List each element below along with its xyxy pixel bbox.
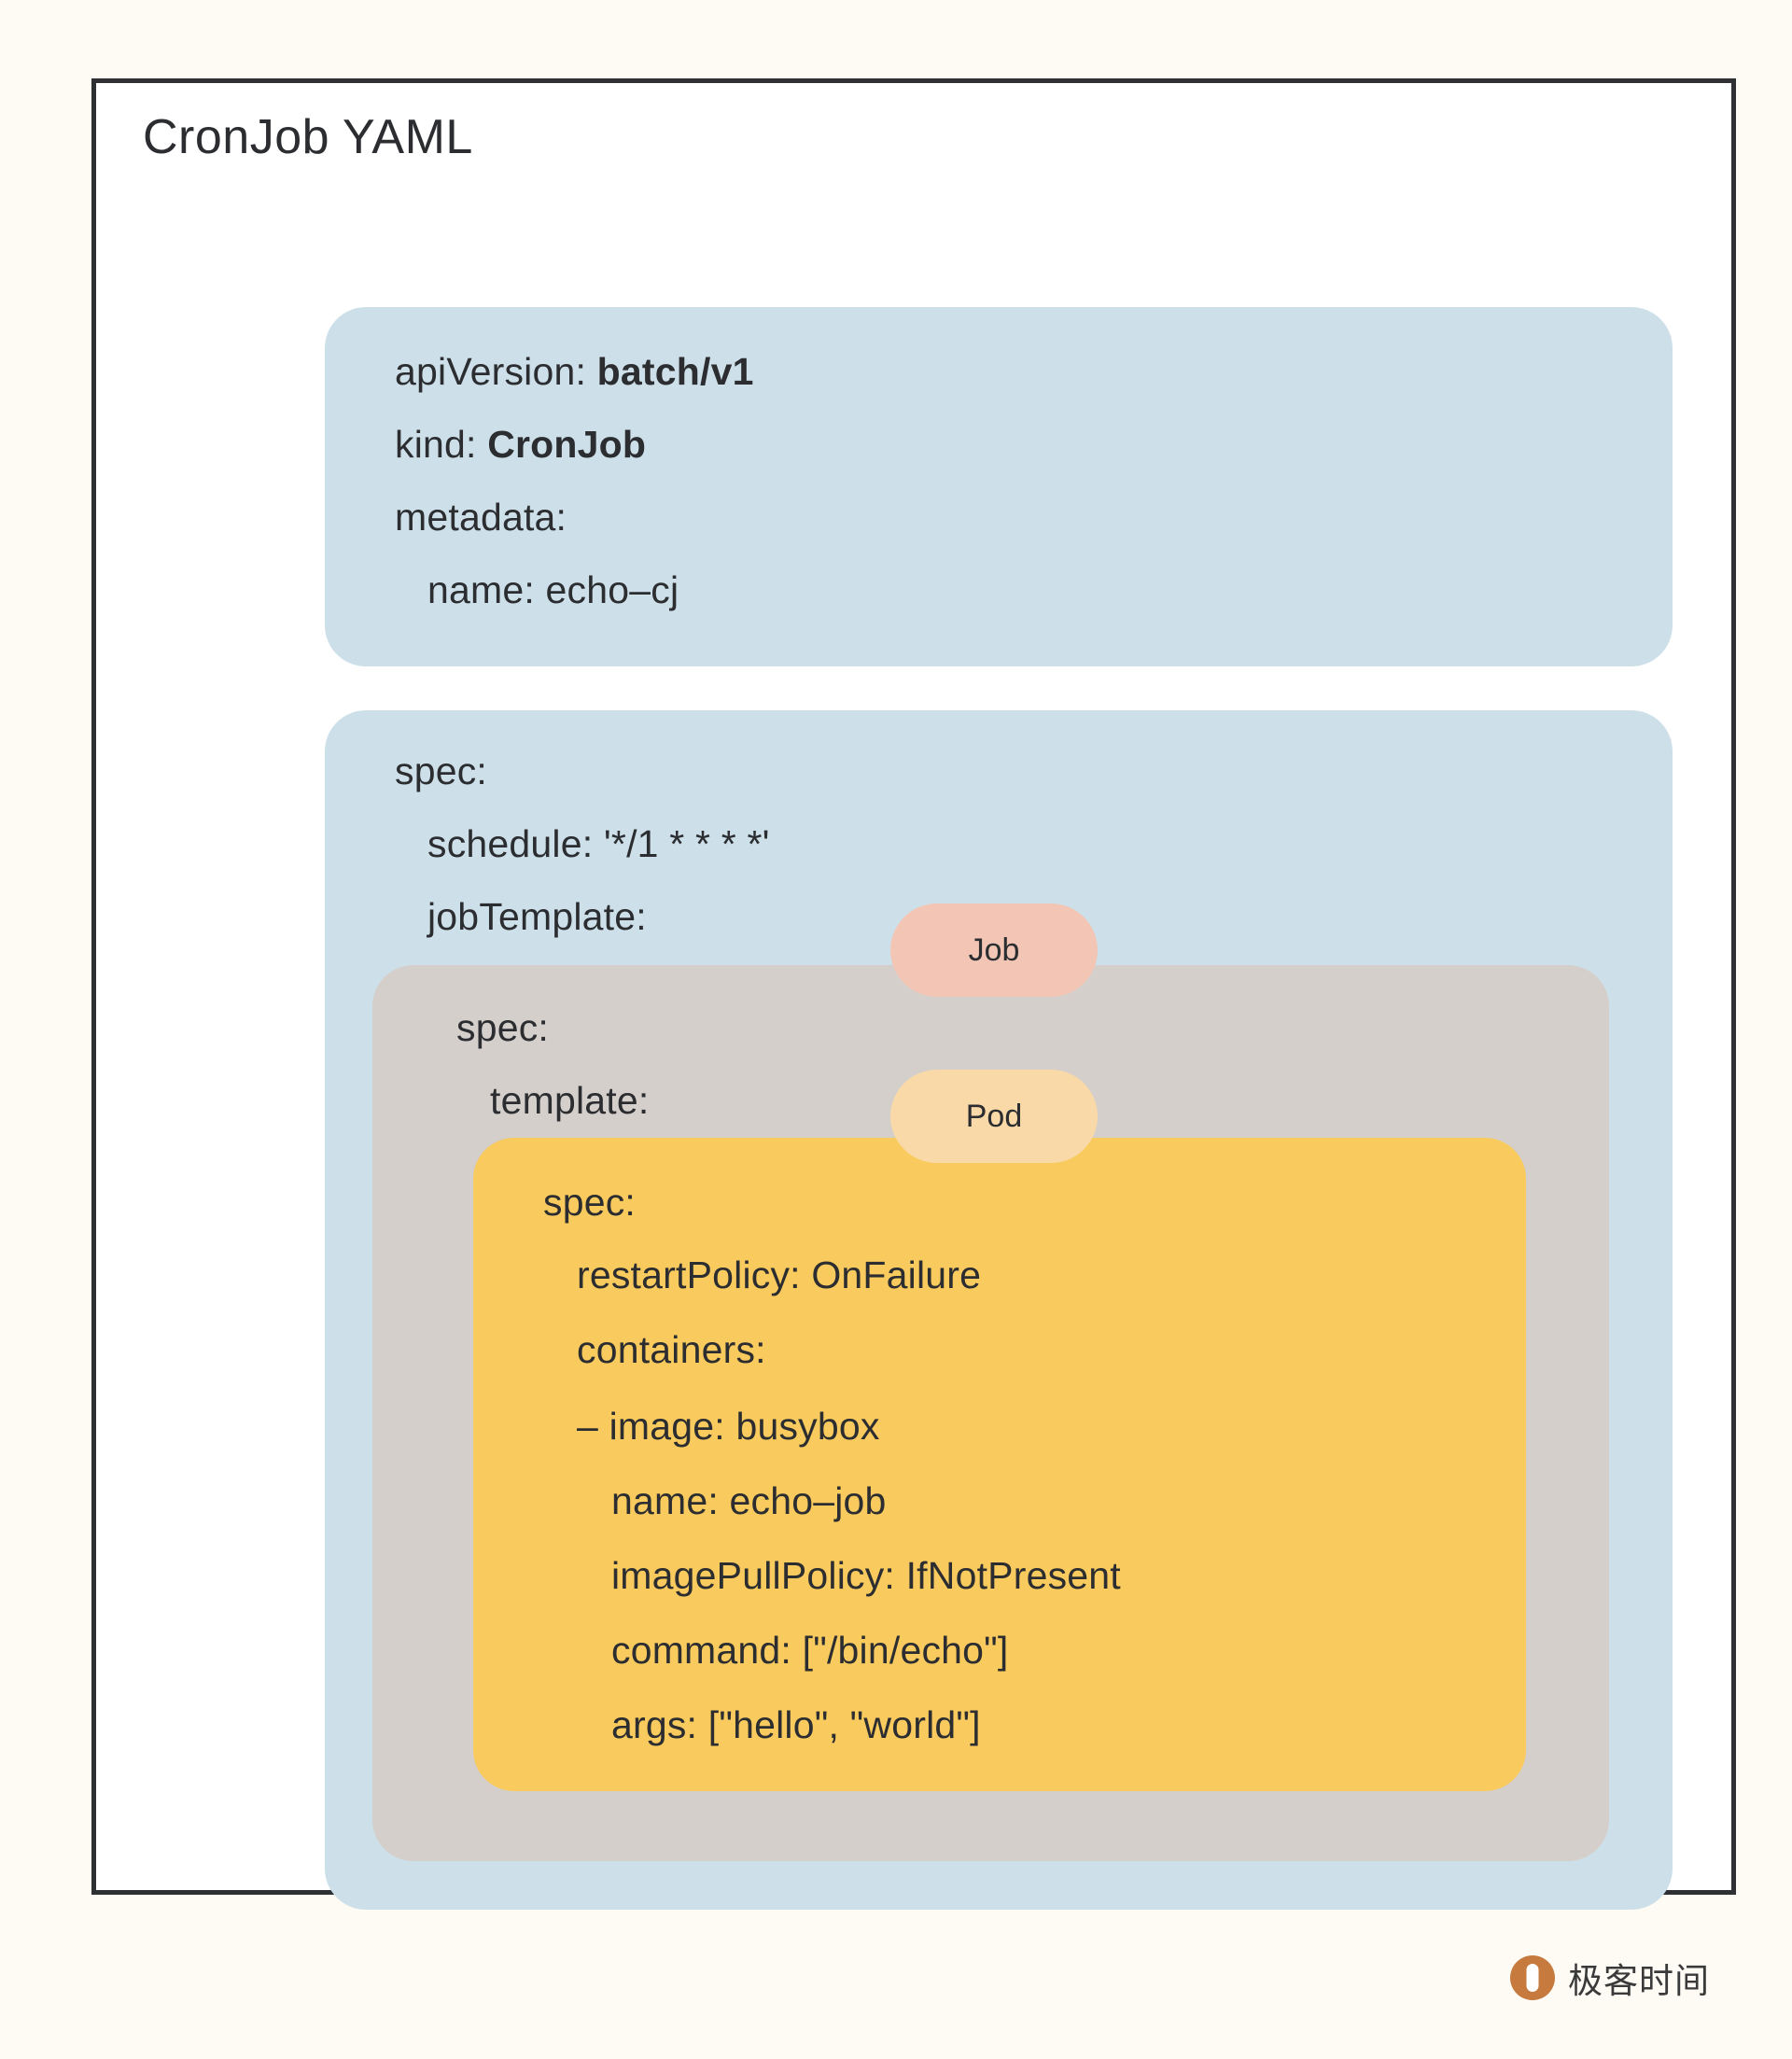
yaml-line-metadata: metadata: <box>395 496 567 539</box>
yaml-line-container-name: name: echo–job <box>611 1479 887 1522</box>
yaml-line-metadata-name: name: echo–cj <box>427 568 679 611</box>
yaml-line-spec: spec: <box>395 749 487 792</box>
badge-pod-label: Pod <box>965 1098 1023 1134</box>
yaml-line-image: – image: busybox <box>577 1405 880 1448</box>
pod-spec-box: spec: restartPolicy: OnFailure container… <box>473 1138 1526 1791</box>
badge-job-label: Job <box>968 931 1020 968</box>
yaml-line-pod-spec: spec: <box>543 1181 636 1224</box>
yaml-line-containers: containers: <box>577 1328 766 1371</box>
badge-pod: Pod <box>890 1070 1098 1163</box>
watermark-label: 极客时间 <box>1568 1962 1710 2000</box>
yaml-line-job-template: template: <box>490 1079 650 1122</box>
yaml-line-jobtemplate: jobTemplate: <box>427 895 647 938</box>
metadata-block-box: apiVersion: batch/v1 kind: CronJob metad… <box>325 307 1673 666</box>
yaml-line-kind: kind: CronJob <box>395 423 647 466</box>
page-title: CronJob YAML <box>143 110 473 164</box>
yaml-line-args: args: ["hello", "world"] <box>611 1703 981 1746</box>
yaml-line-apiversion: apiVersion: batch/v1 <box>395 350 754 393</box>
yaml-line-job-spec: spec: <box>456 1006 549 1049</box>
yaml-line-command: command: ["/bin/echo"] <box>611 1629 1009 1672</box>
yaml-line-restartpolicy: restartPolicy: OnFailure <box>577 1254 982 1296</box>
geektime-logo-icon <box>1510 1955 1555 2000</box>
watermark: 极客时间 <box>1510 1953 1710 2003</box>
cronjob-yaml-card: CronJob YAML apiVersion: batch/v1 kind: … <box>91 78 1736 1910</box>
badge-job: Job <box>890 903 1098 997</box>
yaml-line-schedule: schedule: '*/1 * * * *' <box>427 822 770 865</box>
yaml-line-imagepullpolicy: imagePullPolicy: IfNotPresent <box>611 1554 1121 1597</box>
